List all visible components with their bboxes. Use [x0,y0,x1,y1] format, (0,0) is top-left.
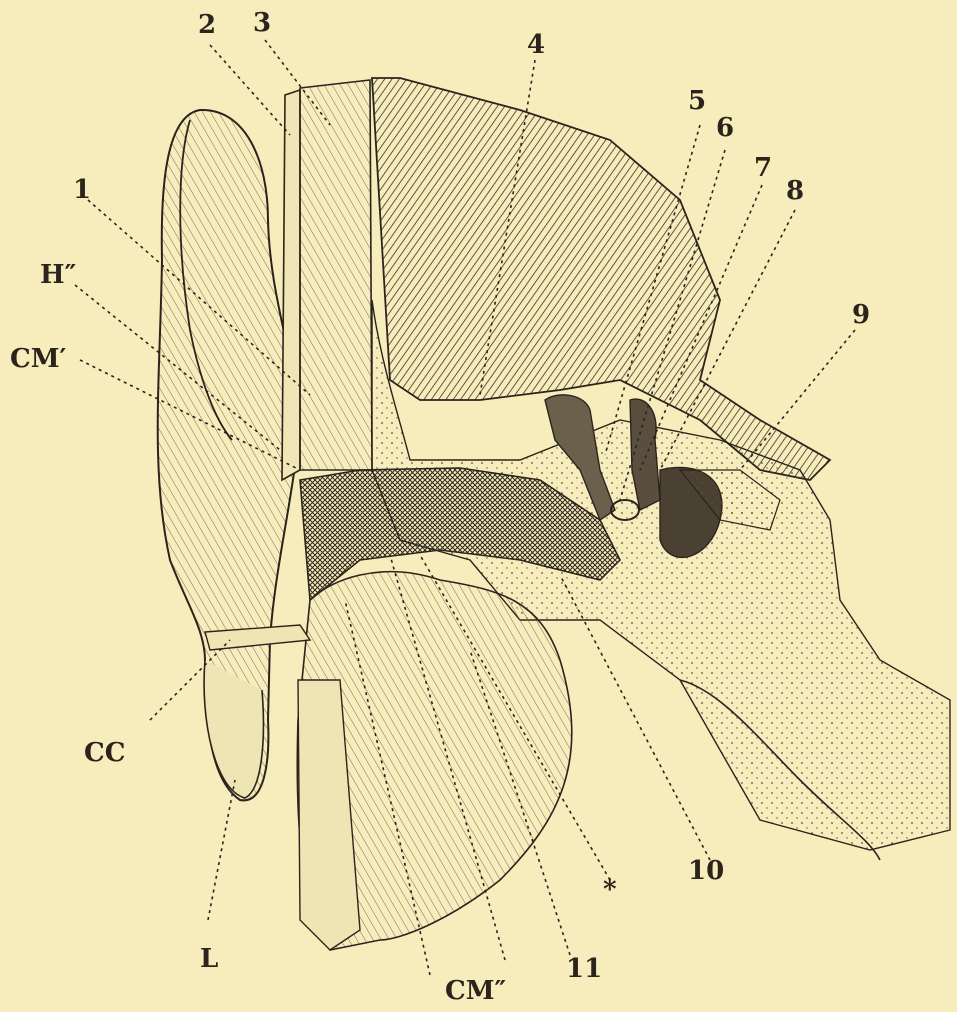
label-8: 8 [786,178,804,204]
label-2: 2 [198,12,216,38]
label-9: 9 [852,302,870,328]
label-h2: H″ [40,262,76,288]
label-7: 7 [754,155,772,181]
label-11: 11 [566,956,602,982]
temporal-squama [372,78,830,480]
label-5: 5 [688,88,706,114]
label-6: 6 [716,115,734,141]
label-L: L [200,946,218,972]
label-4: 4 [527,32,545,58]
label-3: 3 [253,10,271,36]
label-cm1: CM′ [10,346,66,372]
label-cm2: CM″ [445,978,506,1004]
label-cc: CC [84,740,125,766]
label-10: 10 [688,858,724,884]
cartilage-strip-2 [282,90,300,480]
label-star: * [603,877,617,903]
label-1: 1 [73,177,91,203]
cartilage-strip-3 [300,80,372,470]
leader-L [208,780,235,920]
